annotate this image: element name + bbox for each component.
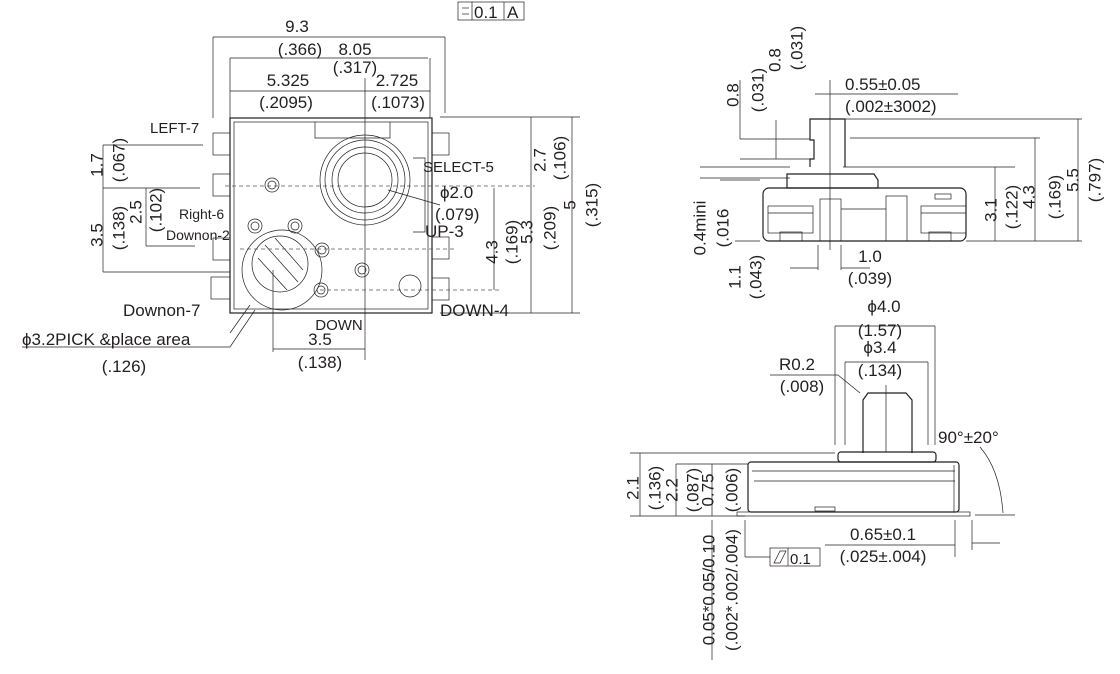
side-view: 0.8 (.031) 0.8 (.031) 0.55±0.05 (.002±30… (691, 26, 1105, 299)
switch-body-outline (229, 117, 433, 314)
dim-5-5-in: (.797) (1086, 158, 1105, 202)
dim-5-3-in: (.209) (541, 206, 560, 250)
front-shaft (862, 392, 913, 453)
dim-0-8a: 0.8 (724, 83, 743, 107)
label-up-3: UP-3 (425, 222, 464, 241)
label-pick-place: ϕ3.2PICK &place area (22, 330, 191, 349)
dim-width-inner: 8.05 (338, 40, 371, 59)
dim-1-0-in: (.039) (848, 269, 892, 288)
dim-width-total-in: (.366) (278, 40, 322, 59)
actuator-shaft (809, 118, 846, 167)
dim-angle: 90°±20° (938, 428, 999, 447)
dim-r0-2: R0.2 (779, 355, 815, 374)
dim-bottom: 3.5 (308, 330, 332, 349)
flatness-frame: 0.1 (769, 547, 821, 568)
top-view: 0.1 A 9.3 (.366) 8.05 (.317) 5.325 2.725… (22, 1, 602, 376)
dim-width-total: 9.3 (285, 17, 309, 36)
dim-phi-2-in: (.079) (435, 205, 479, 224)
dim-2-1: 2.1 (624, 476, 643, 500)
dim-5-3: 5.3 (518, 220, 537, 244)
dim-1-0: 1.0 (858, 247, 882, 266)
dim-2-5-in: (.102) (147, 188, 166, 232)
dim-5: 5 (561, 200, 580, 209)
front-flange (837, 451, 937, 463)
dim-phi-4: ϕ4.0 (867, 297, 900, 316)
dim-1-1-in: (.043) (747, 255, 766, 299)
dim-left-in: (.2095) (259, 93, 313, 112)
label-downon-7: Downon-7 (123, 301, 201, 320)
dim-4-3-in: (.169) (503, 220, 522, 264)
label-down-4: DOWN-4 (440, 301, 509, 320)
label-left-7: LEFT-7 (150, 120, 199, 137)
dim-0-8b-in: (.031) (788, 26, 807, 70)
dim-1-7: 1.7 (88, 153, 107, 177)
dim-2-2: 2.2 (663, 478, 682, 502)
dim-left: 5.325 (267, 71, 310, 90)
dim-2-5: 2.5 (127, 200, 146, 224)
label-downon-2: Downon-2 (166, 227, 230, 243)
dim-right-in: (.1073) (371, 93, 425, 112)
dim-2-1-in: (.136) (646, 466, 665, 510)
dim-0-65-in: (.025±.004) (840, 547, 927, 566)
dim-0-4-in: (.016 (714, 209, 733, 248)
dim-5-5: 5.5 (1064, 168, 1083, 192)
label-down: DOWN (315, 317, 363, 334)
dim-3-5: 3.5 (88, 223, 107, 247)
dim-0-4: 0.4mini (691, 201, 710, 256)
dim-phi-4-in: (1.57) (858, 321, 902, 340)
dim-1-1: 1.1 (726, 265, 745, 289)
dim-2-7: 2.7 (531, 148, 550, 172)
dim-2-2-in: (.087) (684, 468, 703, 512)
label-right-6: Right-6 (179, 206, 224, 222)
label-select-5: SELECT-5 (423, 159, 494, 176)
front-body (747, 461, 960, 513)
dim-055-in: (.002±3002) (845, 97, 937, 116)
dim-3-1-in: (.122) (1003, 185, 1022, 229)
dim-phi-3-4-in: (.134) (858, 361, 902, 380)
dim-bottom-in: (.138) (298, 353, 342, 372)
dim-4-3: 4.3 (1020, 185, 1039, 209)
tolerance-value: 0.1 (474, 3, 498, 22)
dim-5-in: (.315) (583, 183, 602, 227)
dim-3-5-in: (.138) (110, 206, 129, 250)
flatness-value: 0.1 (790, 551, 811, 568)
dim-right: 2.725 (376, 71, 419, 90)
dim-0-8a-in: (.031) (749, 68, 768, 112)
dim-0-65: 0.65±0.1 (850, 525, 916, 544)
dim-0-75: 0.75 (699, 473, 718, 506)
dim-4-3-in: (.169) (1046, 175, 1065, 219)
dim-3-1: 3.1 (982, 198, 1001, 222)
dim-0-75-in: (.006) (723, 468, 742, 512)
dim-width-inner-in: (.317) (333, 58, 377, 77)
dim-phi-3-4: ϕ3.4 (863, 338, 896, 357)
flange (786, 173, 879, 189)
terminals (210, 132, 450, 301)
dim-phi-2: ϕ2.0 (440, 183, 473, 202)
dim-0-05: 0.05*0.05/0.10 (700, 535, 719, 646)
pick-place-area (241, 229, 323, 311)
dim-2-7-in: (.106) (551, 136, 570, 180)
front-view: 0.1 ϕ4.0 (1.57) ϕ3.4 (.134) R0.2 (.008) … (624, 297, 1015, 660)
dim-0-8b: 0.8 (766, 48, 785, 72)
dim-0-05-in: (.002*.002/.004) (723, 529, 742, 651)
dim-1-7-in: (.067) (110, 138, 129, 182)
label-pick-place-in: (.126) (102, 357, 146, 376)
tolerance-frame: 0.1 A (457, 1, 525, 22)
datum-label: A (507, 3, 519, 22)
dim-055: 0.55±0.05 (845, 75, 921, 94)
dim-r0-2-in: (.008) (780, 377, 824, 396)
dim-4-3: 4.3 (483, 240, 502, 264)
